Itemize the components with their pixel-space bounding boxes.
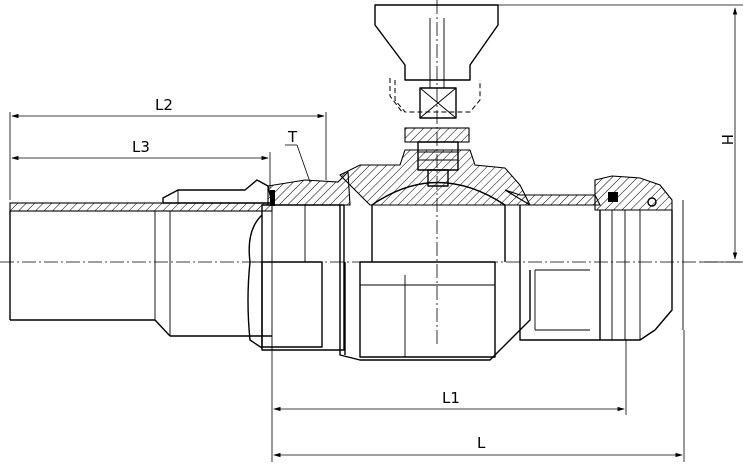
right-compression-fitting: [594, 175, 684, 341]
left-coupling-nut: [247, 170, 351, 351]
dimension-l: L: [271, 330, 685, 462]
dimension-h: H: [498, 4, 743, 263]
label-h: H: [718, 134, 736, 145]
dimension-t: T: [285, 128, 311, 183]
dimension-l3: L3: [11, 138, 271, 188]
label-l2: L2: [155, 96, 173, 114]
valve-body: [339, 149, 531, 361]
label-l1: L1: [442, 389, 460, 407]
label-l: L: [477, 434, 486, 452]
label-l3: L3: [132, 138, 150, 156]
dimension-l2: L2: [9, 96, 327, 200]
dimension-l1: L1: [271, 340, 627, 415]
label-t: T: [287, 128, 298, 146]
stiffener-sleeve: [162, 179, 273, 204]
pipe: [9, 202, 273, 337]
valve-handle: [374, 4, 499, 113]
valve-stem: [404, 87, 470, 187]
right-body: [504, 189, 601, 341]
